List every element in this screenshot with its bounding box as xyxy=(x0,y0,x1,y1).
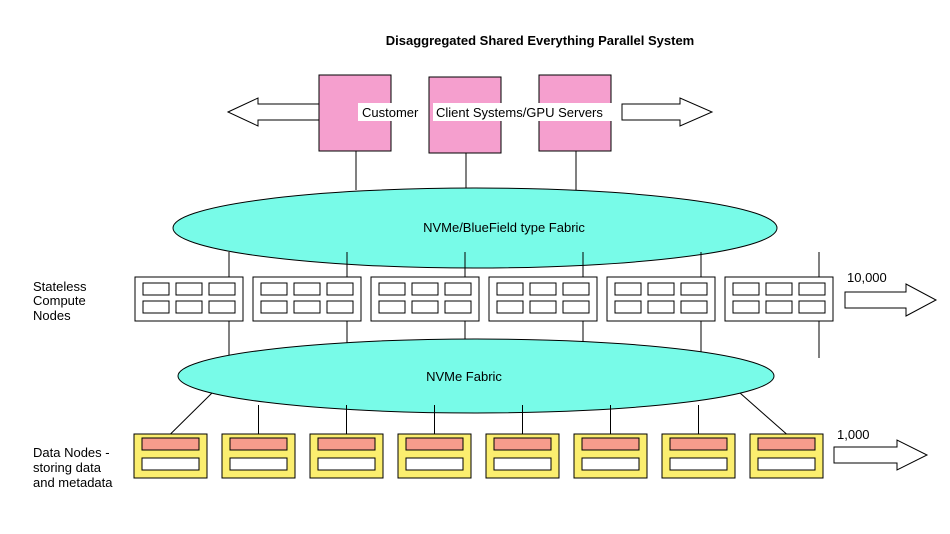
fabric-top-label: NVMe/BlueField type Fabric xyxy=(423,220,585,235)
data-node-metadata-bar xyxy=(405,437,464,451)
compute-slot xyxy=(260,300,288,314)
data-node-metadata-bar xyxy=(229,437,288,451)
compute-slot xyxy=(411,282,439,296)
data-node-data-bar xyxy=(493,457,552,471)
connector-line xyxy=(170,392,213,435)
data-node-data-bar xyxy=(405,457,464,471)
compute-slot xyxy=(378,300,406,314)
compute-slot xyxy=(765,282,793,296)
compute-slot xyxy=(142,282,170,296)
compute-slot xyxy=(293,300,321,314)
data-count-label: 1,000 xyxy=(837,427,870,442)
data-label-line3: and metadata xyxy=(33,475,113,490)
data-node-metadata-bar xyxy=(669,437,728,451)
label-bg xyxy=(433,103,619,121)
compute-slot xyxy=(411,300,439,314)
compute-slot xyxy=(444,282,472,296)
compute-slot xyxy=(798,300,826,314)
compute-slot xyxy=(562,300,590,314)
data-node xyxy=(485,433,560,479)
data-node-data-bar xyxy=(317,457,376,471)
data-scale-arrow-icon xyxy=(833,439,929,471)
data-node-data-bar xyxy=(141,457,200,471)
data-label-line1: Data Nodes - xyxy=(33,445,110,460)
compute-slot xyxy=(175,282,203,296)
data-node-metadata-bar xyxy=(317,437,376,451)
compute-slot xyxy=(614,282,642,296)
data-node-data-bar xyxy=(757,457,816,471)
compute-slot xyxy=(496,300,524,314)
data-node-metadata-bar xyxy=(493,437,552,451)
data-node-data-bar xyxy=(229,457,288,471)
compute-slot xyxy=(293,282,321,296)
data-node-metadata-bar xyxy=(581,437,640,451)
compute-slot xyxy=(562,282,590,296)
compute-node xyxy=(724,276,834,322)
compute-slot xyxy=(647,282,675,296)
data-node-metadata-bar xyxy=(757,437,816,451)
data-node xyxy=(573,433,648,479)
compute-node xyxy=(606,276,716,322)
compute-slot xyxy=(680,282,708,296)
compute-slot xyxy=(732,300,760,314)
data-node xyxy=(309,433,384,479)
compute-label-line3: Nodes xyxy=(33,308,71,323)
compute-node xyxy=(370,276,480,322)
customer-label: Customer xyxy=(362,105,419,120)
client-systems xyxy=(318,74,612,190)
compute-scale-arrow-icon xyxy=(844,283,938,317)
compute-slot xyxy=(798,282,826,296)
data-label-line2: storing data xyxy=(33,460,102,475)
compute-slot xyxy=(378,282,406,296)
fabric-bottom-label: NVMe Fabric xyxy=(426,369,502,384)
compute-slot xyxy=(208,282,236,296)
nvme-fabric xyxy=(177,338,775,414)
data-node-metadata-bar xyxy=(141,437,200,451)
compute-slot xyxy=(260,282,288,296)
compute-count-label: 10,000 xyxy=(847,270,887,285)
compute-nodes xyxy=(134,252,834,358)
compute-node xyxy=(252,276,362,322)
data-node-data-bar xyxy=(581,457,640,471)
compute-slot xyxy=(326,300,354,314)
client-servers-label: Client Systems/GPU Servers xyxy=(436,105,603,120)
data-node xyxy=(221,433,296,479)
connector-line xyxy=(739,392,787,435)
compute-label-line2: Compute xyxy=(33,293,86,308)
label-bg xyxy=(358,103,426,121)
data-node xyxy=(661,433,736,479)
compute-slot xyxy=(175,300,203,314)
compute-node xyxy=(134,276,244,322)
compute-slot xyxy=(614,300,642,314)
compute-slot xyxy=(765,300,793,314)
compute-slot xyxy=(142,300,170,314)
data-node xyxy=(133,433,208,479)
compute-slot xyxy=(444,300,472,314)
right-arrow-icon xyxy=(621,97,714,127)
compute-slot xyxy=(208,300,236,314)
nvme-bluefield-fabric xyxy=(172,187,778,269)
compute-slot xyxy=(680,300,708,314)
compute-slot xyxy=(326,282,354,296)
data-node xyxy=(749,433,824,479)
compute-slot xyxy=(647,300,675,314)
diagram-title: Disaggregated Shared Everything Parallel… xyxy=(386,33,695,48)
data-nodes xyxy=(133,392,824,479)
data-node-data-bar xyxy=(669,457,728,471)
compute-slot xyxy=(529,282,557,296)
compute-slot xyxy=(496,282,524,296)
compute-slot xyxy=(529,300,557,314)
data-node xyxy=(397,433,472,479)
compute-slot xyxy=(732,282,760,296)
compute-node xyxy=(488,276,598,322)
compute-label-line1: Stateless xyxy=(33,279,87,294)
